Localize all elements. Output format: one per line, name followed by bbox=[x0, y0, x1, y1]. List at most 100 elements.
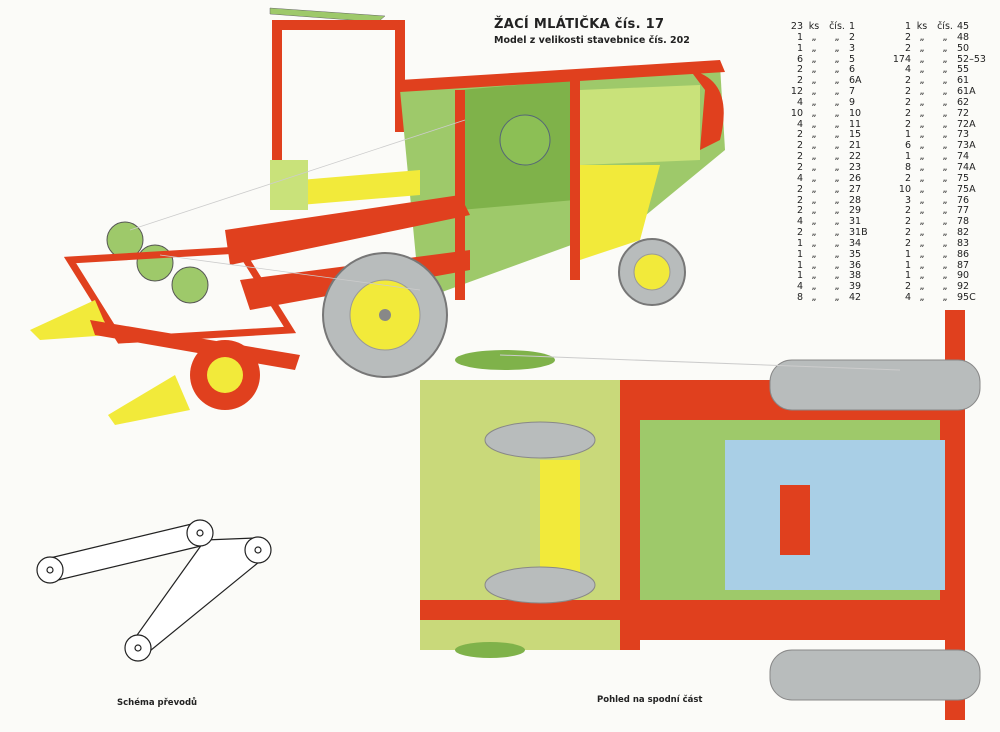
part-label: „ bbox=[942, 281, 948, 293]
parts-list-row: 2„„6 bbox=[777, 65, 889, 76]
part-label: „ bbox=[834, 42, 840, 54]
part-unit: „ bbox=[811, 31, 817, 43]
parts-list-row: 2„„72A bbox=[885, 118, 997, 131]
part-unit: „ bbox=[811, 42, 817, 54]
part-unit: „ bbox=[919, 96, 925, 108]
part-qty: 1 bbox=[904, 151, 911, 163]
part-unit: „ bbox=[919, 31, 925, 43]
belt-diagram-caption: Schéma převodů bbox=[117, 698, 198, 708]
parts-list-row: 2„„15 bbox=[777, 130, 889, 141]
parts-list-row: 1„„35 bbox=[777, 248, 889, 261]
parts-list-row: 2„„48 bbox=[885, 31, 997, 44]
part-unit: „ bbox=[919, 161, 925, 173]
part-unit: „ bbox=[919, 281, 925, 293]
part-unit: „ bbox=[919, 216, 925, 228]
part-part: 1 bbox=[849, 21, 856, 32]
part-unit: „ bbox=[919, 151, 925, 163]
part-part: 42 bbox=[849, 292, 862, 304]
part-unit: „ bbox=[811, 270, 817, 282]
part-qty: 2 bbox=[796, 75, 803, 87]
part-unit: „ bbox=[919, 140, 925, 152]
parts-list-row: 6„„73A bbox=[885, 140, 997, 152]
parts-list-row: 2„„29 bbox=[777, 205, 889, 217]
part-label: „ bbox=[834, 194, 840, 206]
part-label: „ bbox=[834, 96, 840, 108]
part-part: 55 bbox=[957, 64, 970, 76]
part-part: 2 bbox=[849, 31, 856, 43]
parts-list-row: 4„„39 bbox=[777, 281, 889, 293]
parts-list-row: 4„„55 bbox=[885, 65, 997, 76]
part-part: 39 bbox=[849, 281, 862, 293]
part-part: 61A bbox=[957, 86, 976, 98]
part-label: „ bbox=[834, 53, 840, 65]
part-qty: 2 bbox=[796, 161, 803, 173]
part-qty: 2 bbox=[904, 118, 911, 130]
part-part: 6 bbox=[849, 64, 856, 76]
part-part: 22 bbox=[849, 151, 862, 163]
parts-list-row: 12„„7 bbox=[777, 86, 889, 98]
part-unit: „ bbox=[811, 205, 817, 217]
part-label: „ bbox=[834, 172, 840, 184]
part-unit: „ bbox=[919, 248, 925, 260]
parts-list-row: 3„„76 bbox=[885, 194, 997, 207]
part-part: 35 bbox=[849, 248, 862, 260]
part-qty: 8 bbox=[796, 292, 803, 304]
part-qty: 1 bbox=[796, 259, 803, 271]
part-qty: 2 bbox=[796, 140, 803, 152]
part-label: „ bbox=[942, 194, 948, 206]
part-part: 95C bbox=[957, 292, 976, 304]
model-title: ŽACÍ MLÁTIČKA čís. 17 bbox=[494, 17, 665, 32]
parts-list-row: 1„„73 bbox=[885, 130, 997, 141]
part-qty: 2 bbox=[796, 151, 803, 163]
part-unit: „ bbox=[919, 75, 925, 87]
parts-list-row: 2„„28 bbox=[777, 194, 889, 207]
part-part: 74 bbox=[957, 151, 970, 163]
part-part: 87 bbox=[957, 259, 970, 271]
part-unit: „ bbox=[919, 270, 925, 282]
part-unit: „ bbox=[811, 248, 817, 260]
part-unit: „ bbox=[919, 86, 925, 98]
part-label: „ bbox=[834, 237, 840, 249]
part-qty: 1 bbox=[796, 270, 803, 282]
part-label: „ bbox=[942, 205, 948, 217]
parts-list-row: 2„„22 bbox=[777, 151, 889, 163]
bottom-view-illustration bbox=[420, 310, 981, 720]
part-qty: 4 bbox=[796, 281, 803, 293]
part-part: 75A bbox=[957, 183, 976, 195]
parts-list-row: 2„„31B bbox=[777, 227, 889, 239]
parts-list-row: 1„„86 bbox=[885, 248, 997, 261]
part-label: „ bbox=[942, 31, 948, 43]
part-label: „ bbox=[834, 205, 840, 217]
model-subtitle: Model z velikosti stavebnice čís. 202 bbox=[494, 35, 690, 46]
parts-list-row: 1„„2 bbox=[777, 31, 889, 44]
parts-list-row: 2„„72 bbox=[885, 107, 997, 120]
part-part: 10 bbox=[849, 107, 862, 119]
part-unit: „ bbox=[919, 107, 925, 119]
part-part: 36 bbox=[849, 259, 862, 271]
part-qty: 23 bbox=[790, 21, 803, 32]
part-label: „ bbox=[834, 151, 840, 163]
part-qty: 1 bbox=[904, 270, 911, 282]
parts-list-row: 2„„83 bbox=[885, 238, 997, 250]
part-part: 28 bbox=[849, 194, 862, 206]
part-part: 3 bbox=[849, 42, 856, 54]
part-unit: „ bbox=[811, 53, 817, 65]
part-part: 72 bbox=[957, 107, 970, 119]
parts-list-row: 1„„3 bbox=[777, 42, 889, 55]
part-qty: 2 bbox=[904, 42, 911, 54]
part-label: „ bbox=[834, 86, 840, 98]
part-part: 92 bbox=[957, 281, 970, 293]
parts-list-row: 1„„74 bbox=[885, 151, 997, 163]
parts-list-row: 4„„9 bbox=[777, 96, 889, 109]
part-qty: 4 bbox=[904, 292, 911, 304]
part-part: 61 bbox=[957, 75, 970, 87]
part-label: čís. bbox=[937, 21, 953, 32]
part-qty: 2 bbox=[904, 75, 911, 87]
part-unit: „ bbox=[811, 129, 817, 141]
parts-list-row: 6„„5 bbox=[777, 53, 889, 66]
part-qty: 1 bbox=[796, 248, 803, 260]
part-label: „ bbox=[942, 86, 948, 98]
part-label: „ bbox=[942, 172, 948, 184]
